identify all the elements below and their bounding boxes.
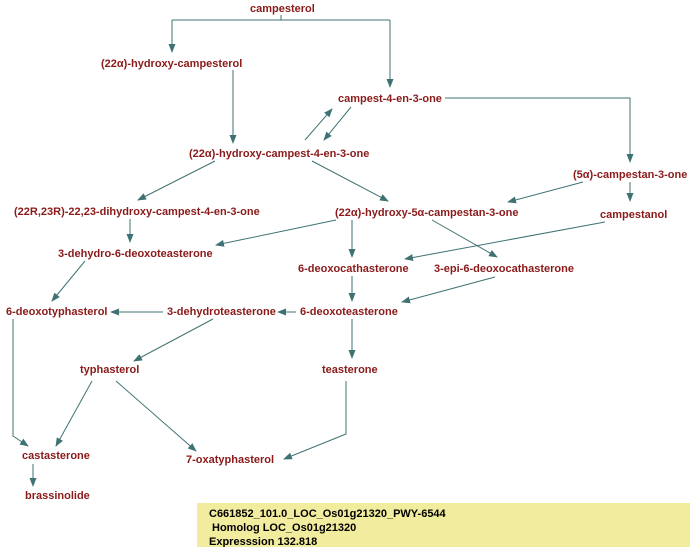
banner-expression: Expresssion 132.818	[209, 536, 318, 547]
edge-5a-campestan-3-one--22a-hydroxy-5a-campestan-3-one	[507, 181, 584, 204]
edge-campest-4-en-3-one--5a-campestan-3-one	[445, 97, 634, 163]
node-typhasterol[interactable]: typhasterol	[79, 364, 141, 376]
edge-campest-4-en-3-one--22a-hydroxy-campest-4-en-3-one	[323, 106, 352, 141]
node-campesterol[interactable]: campesterol	[249, 3, 316, 15]
edge-3-epi-6-deoxocathasterone--6-deoxoteasterone	[401, 276, 496, 304]
node-brassinolide[interactable]: brassinolide	[24, 490, 91, 502]
node-campestanol[interactable]: campestanol	[599, 209, 669, 221]
edge-22a-hydroxy-5a-campestan-3-one--3-epi-6-deoxocathasterone	[431, 219, 498, 258]
node-castasterone[interactable]: castasterone	[21, 450, 91, 462]
node-campest-4-en-3-one[interactable]: campest-4-en-3-one	[337, 93, 443, 105]
edge-typhasterol--castasterone	[55, 380, 93, 447]
node-6-deoxocathasterone[interactable]: 6-deoxocathasterone	[297, 263, 410, 275]
node-22a-hydroxy-campest-4-en-3-one[interactable]: (22α)-hydroxy-campest-4-en-3-one	[188, 148, 371, 160]
banner-homolog: Homolog LOC_Os01g21320	[212, 522, 357, 534]
node-6-deoxoteasterone[interactable]: 6-deoxoteasterone	[299, 306, 399, 318]
node-22a-hydroxy-campesterol[interactable]: (22α)-hydroxy-campesterol	[100, 58, 244, 70]
edge-campestanol--6-deoxocathasterone	[404, 221, 606, 261]
info-banner: C661852_101.0_LOC_Os01g21320_PWY-6544 Ho…	[197, 503, 690, 547]
node-3-dehydro-6-deoxoteasterone[interactable]: 3-dehydro-6-deoxoteasterone	[57, 248, 214, 260]
edge-22a-hydroxy-campest-4-en-3-one--22r23r-dihydroxy-campest-4-en-3-one	[137, 160, 216, 201]
node-6-deoxotyphasterol[interactable]: 6-deoxotyphasterol	[5, 306, 109, 318]
banner-pathway-id: C661852_101.0_LOC_Os01g21320_PWY-6544	[209, 508, 446, 520]
edge-22a-hydroxy-5a-campestan-3-one--3-dehydro-6-deoxoteasterone	[215, 219, 337, 247]
node-3-dehydroteasterone[interactable]: 3-dehydroteasterone	[166, 306, 277, 318]
edge-6-deoxotyphasterol--castasterone	[12, 319, 29, 447]
edge-3-dehydroteasterone--typhasterol	[133, 318, 214, 362]
edge-typhasterol--7-oxatyphasterol	[115, 380, 197, 452]
node-22r23r-dihydroxy-campest-4-en-3-one[interactable]: (22R,23R)-22,23-dihydroxy-campest-4-en-3…	[13, 206, 261, 218]
node-3-epi-6-deoxocathasterone[interactable]: 3-epi-6-deoxocathasterone	[433, 263, 575, 275]
node-7-oxatyphasterol[interactable]: 7-oxatyphasterol	[185, 454, 276, 466]
edge-teasterone--7-oxatyphasterol	[283, 381, 347, 460]
node-22a-hydroxy-5a-campestan-3-one[interactable]: (22α)-hydroxy-5α-campestan-3-one	[334, 207, 520, 219]
edge-22a-hydroxy-campest-4-en-3-one--22a-hydroxy-5a-campestan-3-one	[311, 160, 389, 202]
node-teasterone[interactable]: teasterone	[321, 364, 379, 376]
node-5a-campestan-3-one[interactable]: (5α)-campestan-3-one	[572, 169, 689, 181]
edge-22a-hydroxy-campest-4-en-3-one--campest-4-en-3-one	[304, 108, 333, 141]
edge-3-dehydro-6-deoxoteasterone--6-deoxotyphasterol	[51, 260, 86, 302]
